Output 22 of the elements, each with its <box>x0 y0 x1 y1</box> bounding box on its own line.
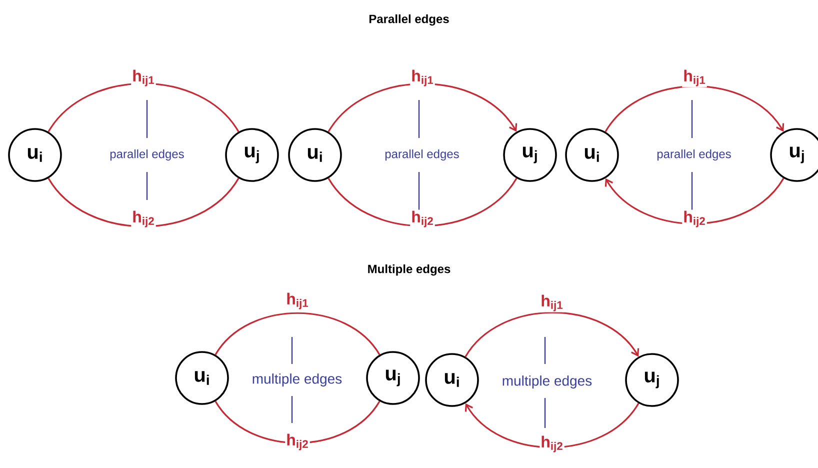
section-heading: Parallel edges <box>369 14 449 26</box>
arrow <box>604 178 784 224</box>
arrow <box>464 312 640 358</box>
middle-label: parallel edges <box>657 149 731 161</box>
edge-label: h$_{ij2}$ <box>684 210 705 228</box>
arrow <box>328 83 518 132</box>
edge-label: h$_{ij1}$ <box>542 294 563 312</box>
arrow <box>464 402 640 448</box>
edge-label: h$_{ij1}$ <box>684 70 706 86</box>
edge-label: h$_{ij2}$ <box>542 436 562 452</box>
edge-label: h$_{ij1}$ <box>133 70 154 86</box>
edge-label: h$_{ij2}$ <box>133 210 154 228</box>
middle-label: parallel edges <box>110 149 184 161</box>
edge-label: h$_{ij2}$ <box>412 210 433 228</box>
arrow <box>604 86 784 132</box>
middle-label: multiple edges <box>252 373 342 387</box>
edge-label: h$_{ij2}$ <box>287 434 308 450</box>
section-heading: Multiple edges <box>368 264 450 276</box>
edge-label: h$_{ij1}$ <box>287 292 308 310</box>
middle-label: parallel edges <box>385 149 459 161</box>
middle-label: multiple edges <box>502 375 592 389</box>
edge-label: h$_{ij1}$ <box>412 70 434 86</box>
